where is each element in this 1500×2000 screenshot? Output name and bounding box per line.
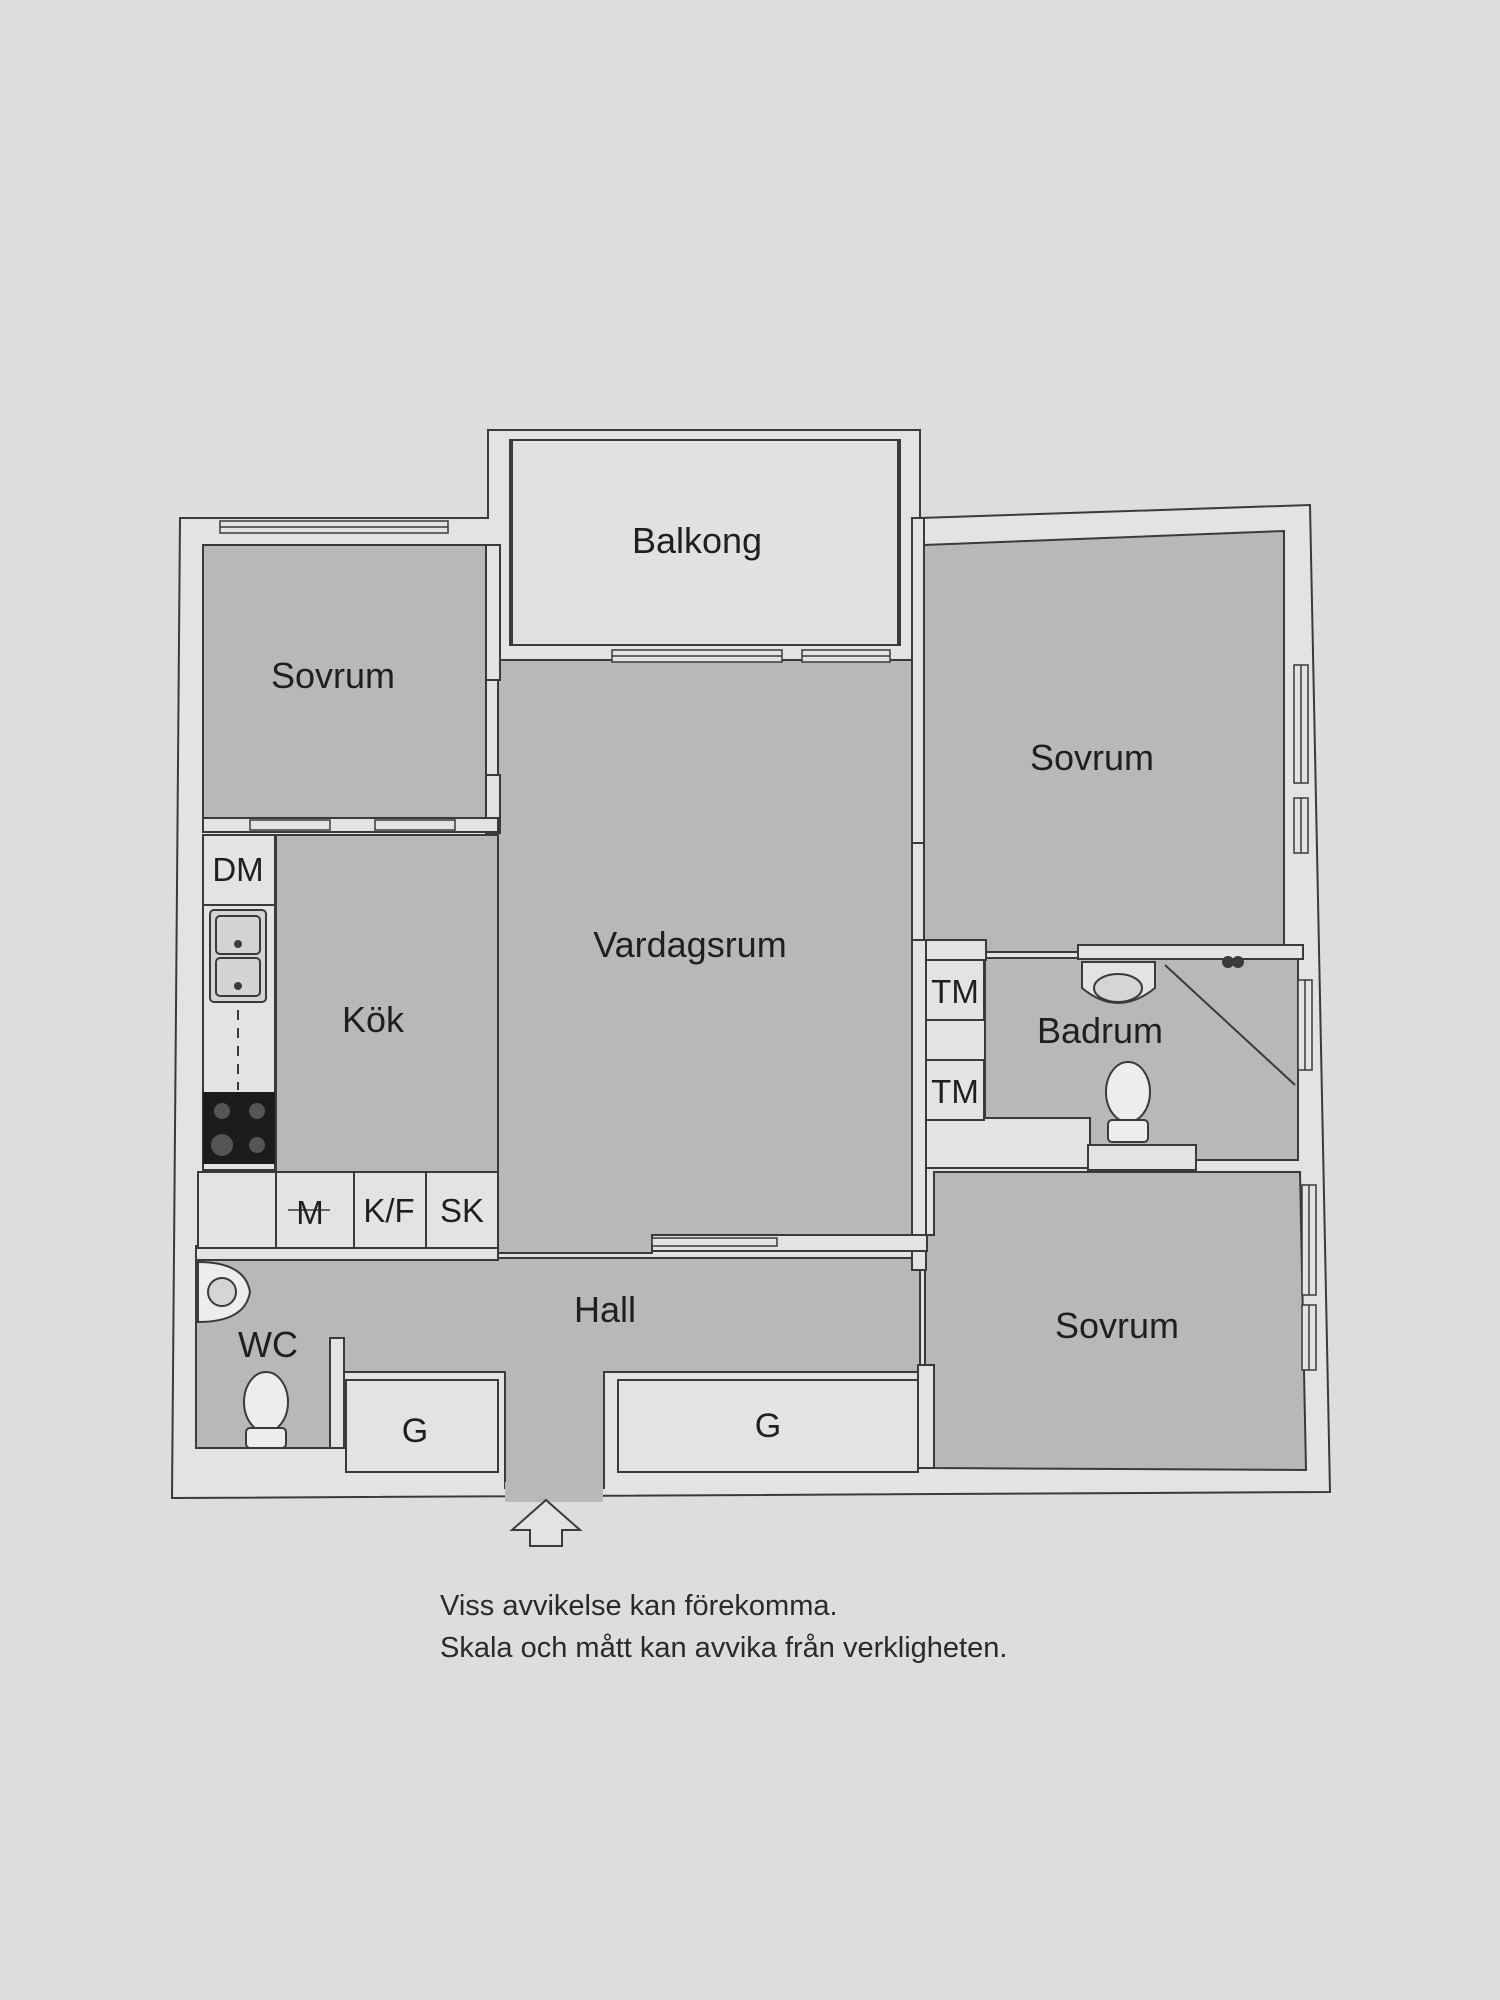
label-washer-2: TM <box>931 1073 979 1110</box>
dishwasher-box <box>202 834 276 906</box>
label-sovrum-nw: Sovrum <box>271 655 395 696</box>
windows <box>219 520 1317 1371</box>
stove-icon <box>203 1092 275 1164</box>
room-floors <box>195 439 1308 1489</box>
wc-washbasin-icon <box>197 1260 252 1324</box>
label-badrum: Badrum <box>1037 1010 1163 1051</box>
entrance-opening <box>505 1482 603 1502</box>
laundry-fixtures <box>925 959 985 1121</box>
label-sovrum-se: Sovrum <box>1055 1305 1179 1346</box>
wardrobes <box>345 1379 919 1473</box>
entrance-arrow-icon <box>509 1498 583 1547</box>
washbasin-icon <box>1081 961 1156 1004</box>
label-dishwasher: DM <box>212 851 263 888</box>
disclaimer-line-1: Viss avvikelse kan förekomma. <box>440 1590 838 1622</box>
label-fridge-freezer: K/F <box>363 1192 414 1229</box>
label-microwave: M <box>296 1194 324 1231</box>
shower-fixture <box>1164 956 1296 1086</box>
wc-toilet-icon <box>243 1371 289 1449</box>
label-kok: Kök <box>342 999 405 1040</box>
double-sink-icon <box>209 909 267 1003</box>
label-cabinet: SK <box>440 1192 484 1229</box>
kitchen-floor <box>275 834 499 1173</box>
disclaimer: Viss avvikelse kan förekomma. Skala och … <box>440 1585 1007 1669</box>
label-vardagsrum: Vardagsrum <box>593 924 786 965</box>
toilet-icon <box>1105 1061 1151 1143</box>
kitchen-fixtures <box>197 834 499 1249</box>
label-sovrum-ne: Sovrum <box>1030 737 1154 778</box>
balcony-area <box>511 439 899 646</box>
label-garderob-right: G <box>755 1407 781 1445</box>
disclaimer-line-2: Skala och mått kan avvika från verklighe… <box>440 1632 1008 1664</box>
label-garderob-left: G <box>402 1412 428 1450</box>
label-balkong: Balkong <box>632 520 762 561</box>
label-wc: WC <box>238 1324 298 1365</box>
label-hall: Hall <box>574 1289 636 1330</box>
hall-floor <box>195 1257 921 1489</box>
label-washer-1: TM <box>931 973 979 1010</box>
